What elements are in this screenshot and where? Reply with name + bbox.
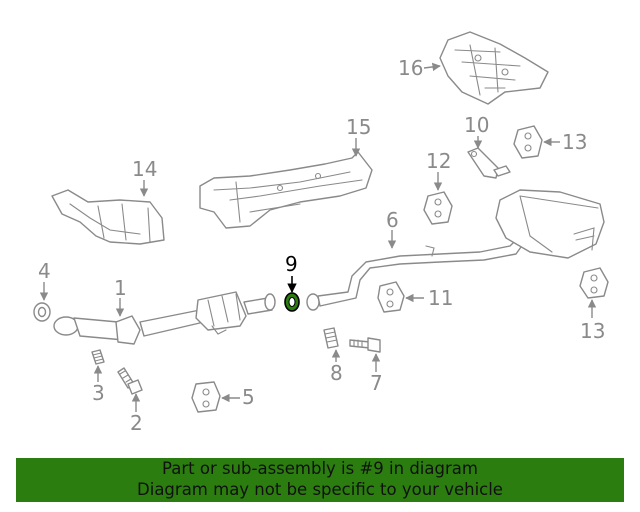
banner-line-1: Part or sub-assembly is #9 in diagram (162, 459, 478, 478)
part-3-stud[interactable] (91, 349, 105, 365)
part-2-bolt[interactable] (117, 367, 143, 395)
exhaust-parts-diagram: 16 15 14 1 4 3 2 5 6 7 8 11 12 10 13 13 … (33, 31, 609, 435)
part-11-hanger-insulator[interactable] (377, 281, 405, 313)
label-6: 6 (386, 208, 399, 232)
label-4: 4 (38, 259, 51, 283)
part-info-banner: Part or sub-assembly is #9 in diagram Di… (16, 458, 624, 502)
part-1-front-pipe[interactable] (53, 291, 276, 345)
part-4-gasket[interactable] (33, 302, 51, 322)
part-16-heat-shield[interactable] (439, 31, 549, 105)
label-7: 7 (370, 371, 383, 395)
label-13-lower: 13 (580, 319, 605, 343)
part-13-hanger-insulator-lower[interactable] (579, 267, 609, 299)
callout-labels: 16 15 14 1 4 3 2 5 6 7 8 11 12 10 13 13 … (38, 56, 605, 435)
label-11: 11 (428, 286, 453, 310)
label-16: 16 (398, 56, 423, 80)
banner-line-2: Diagram may not be specific to your vehi… (137, 480, 503, 499)
label-15: 15 (346, 115, 371, 139)
label-9-highlighted: 9 (285, 252, 298, 276)
label-5: 5 (242, 385, 255, 409)
leader-arrows (39, 62, 597, 412)
part-8-stud[interactable] (323, 327, 339, 349)
label-12: 12 (426, 149, 451, 173)
label-14: 14 (132, 157, 157, 181)
part-6-exhaust-pipe-muffler[interactable] (306, 189, 605, 311)
part-5-hanger-insulator[interactable] (191, 381, 221, 413)
label-8: 8 (330, 361, 343, 385)
part-9-gasket[interactable] (284, 292, 300, 312)
part-14-heat-shield[interactable] (51, 189, 165, 245)
part-7-bolt[interactable] (349, 337, 381, 353)
label-1: 1 (114, 276, 127, 300)
part-15-heat-shield[interactable] (199, 151, 373, 229)
label-13-upper: 13 (562, 130, 587, 154)
part-13-hanger-insulator-upper[interactable] (513, 125, 543, 159)
label-2: 2 (130, 411, 143, 435)
label-10: 10 (464, 113, 489, 137)
label-3: 3 (92, 381, 105, 405)
part-12-hanger-insulator[interactable] (423, 191, 453, 225)
part-10-bracket[interactable] (467, 147, 511, 179)
